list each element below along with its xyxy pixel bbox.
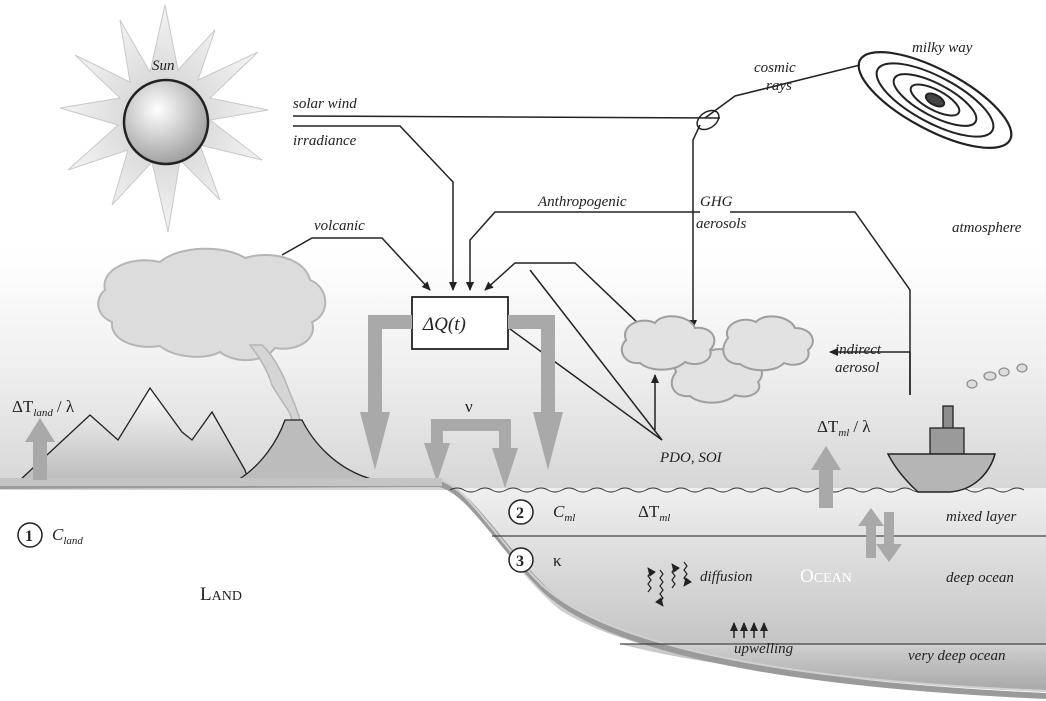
c-land-label: Cland (52, 525, 83, 547)
very-deep-ocean-label: very deep ocean (908, 648, 1005, 664)
pdo-soi-label: PDO, SOI (659, 450, 723, 466)
svg-text:3: 3 (516, 553, 524, 570)
svg-text:2: 2 (516, 505, 524, 522)
indirect-aerosol-label-1: indirect (835, 342, 882, 358)
aerosols-label: aerosols (696, 216, 746, 232)
diffusion-label: diffusion (700, 569, 753, 585)
irradiance-label: irradiance (293, 133, 357, 149)
milky-way-label: milky way (912, 40, 973, 56)
deep-ocean-label: deep ocean (946, 570, 1014, 586)
nu-label: ν (465, 397, 473, 416)
sun-label: Sun (152, 58, 175, 74)
land-capacity-marker: 1 (18, 523, 42, 547)
anthropogenic-label: Anthropogenic (537, 194, 627, 210)
cosmic-rays-label-1: cosmic (754, 60, 796, 76)
mixed-layer-capacity-marker: 2 (509, 500, 533, 524)
diffusivity-marker: 3 (509, 548, 533, 572)
sun-icon (60, 5, 268, 232)
land-surface (0, 478, 442, 486)
solar-wind-label: solar wind (293, 96, 357, 112)
ghg-label: GHG (700, 194, 733, 210)
mixed-layer-label: mixed layer (946, 509, 1017, 525)
forcing-label: ΔQ(t) (422, 314, 466, 335)
volcanic-label: volcanic (314, 218, 365, 234)
cosmic-rays-label-2: rays (766, 78, 792, 94)
svg-text:1: 1 (25, 528, 33, 545)
land-title: LAND (200, 584, 242, 605)
indirect-aerosol-label-2: aerosol (835, 360, 879, 376)
solar-wind-line (293, 116, 720, 118)
upwelling-label: upwelling (734, 641, 794, 657)
kappa-label: κ (553, 551, 562, 570)
atmosphere-label: atmosphere (952, 220, 1022, 236)
